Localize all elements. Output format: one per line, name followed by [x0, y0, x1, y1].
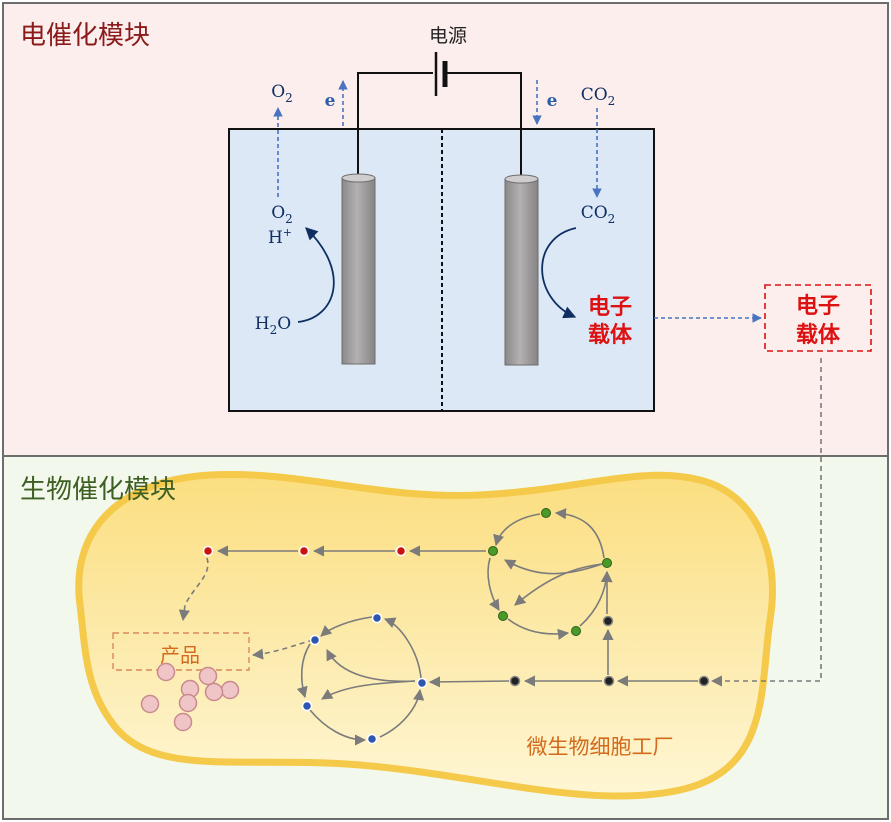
o2-product-label: O2: [271, 203, 293, 226]
cathode-carrier-label-line1: 电子: [588, 295, 632, 320]
product-export-path-2: [251, 639, 314, 660]
cathode-electrode: [504, 174, 539, 366]
cathode-carrier-label-line2: 载体: [588, 322, 633, 348]
proton-label: H+: [268, 226, 292, 248]
power-source-label: 电源: [429, 25, 467, 47]
microbial-cell: [75, 470, 776, 800]
co2-feed-label: CO2: [581, 85, 616, 108]
cathode-wire: [447, 72, 522, 178]
co2-reduction-arrow: [541, 227, 577, 319]
product-export-path-1: [178, 557, 209, 622]
cell-factory-label: 微生物细胞工厂: [527, 735, 674, 759]
electro-module-title: 电催化模块: [20, 21, 150, 51]
electron-in-label: e: [547, 91, 558, 111]
water-oxidation-arrow: [297, 227, 335, 323]
carrier-box-line2: 载体: [796, 322, 841, 348]
o2-released-label: O2: [271, 82, 293, 105]
metabolic-pathway-edges: [216, 508, 698, 746]
carrier-box-line1: 电子: [796, 294, 840, 319]
pathway-nodes-black: [509, 615, 710, 687]
pathway-nodes-blue: [301, 612, 428, 745]
electron-carrier-box: [764, 284, 872, 352]
co2-reactant-label: CO2: [581, 203, 616, 226]
product-particles: [140, 662, 240, 732]
bio-module-title: 生物催化模块: [20, 475, 176, 505]
pathway-nodes-red: [202, 545, 407, 557]
anode-wire: [357, 72, 433, 178]
water-label: H2O: [255, 314, 291, 337]
product-box: [112, 632, 250, 671]
anode-electrode: [341, 173, 376, 365]
pathway-nodes-green: [488, 508, 612, 636]
electron-out-label: e: [325, 91, 336, 111]
